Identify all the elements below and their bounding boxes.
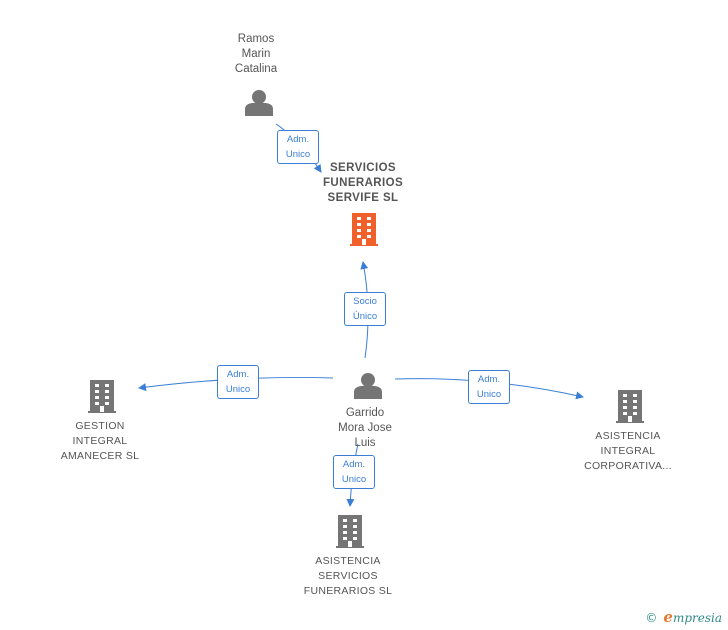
empresia-logo: © empresia bbox=[645, 608, 722, 626]
brand-name: mpresia bbox=[672, 611, 722, 625]
relation-label-garrido-asistencia-integral: Adm. Unico bbox=[468, 370, 510, 404]
brand-initial: e bbox=[663, 608, 673, 626]
building-icon[interactable] bbox=[336, 515, 364, 548]
company-name-gestion[interactable]: GESTION INTEGRAL AMANECER SL bbox=[60, 420, 140, 462]
company-name-asistencia-integral[interactable]: ASISTENCIA INTEGRAL CORPORATIVA... bbox=[584, 430, 672, 472]
person-icon[interactable] bbox=[245, 90, 273, 116]
company-name-servicios[interactable]: SERVICIOS FUNERARIOS SERVIFE SL bbox=[322, 162, 404, 204]
person-icon[interactable] bbox=[354, 373, 382, 399]
building-icon[interactable] bbox=[350, 213, 378, 246]
relation-label-ramos-servicios: Adm. Unico bbox=[277, 130, 319, 164]
person-name-garrido[interactable]: Garrido Mora Jose Luis bbox=[338, 407, 392, 449]
relation-label-garrido-asistencia-servicios: Adm. Unico bbox=[333, 455, 375, 489]
building-icon[interactable] bbox=[616, 390, 644, 423]
company-name-asistencia-servicios[interactable]: ASISTENCIA SERVICIOS FUNERARIOS SL bbox=[303, 555, 393, 597]
relation-label-garrido-gestion: Adm. Unico bbox=[217, 365, 259, 399]
relation-label-garrido-servicios: Socio Único bbox=[344, 292, 386, 326]
person-name-ramos[interactable]: Ramos Marin Catalina bbox=[234, 33, 278, 75]
copyright-icon: © bbox=[645, 611, 658, 625]
building-icon[interactable] bbox=[88, 380, 116, 413]
